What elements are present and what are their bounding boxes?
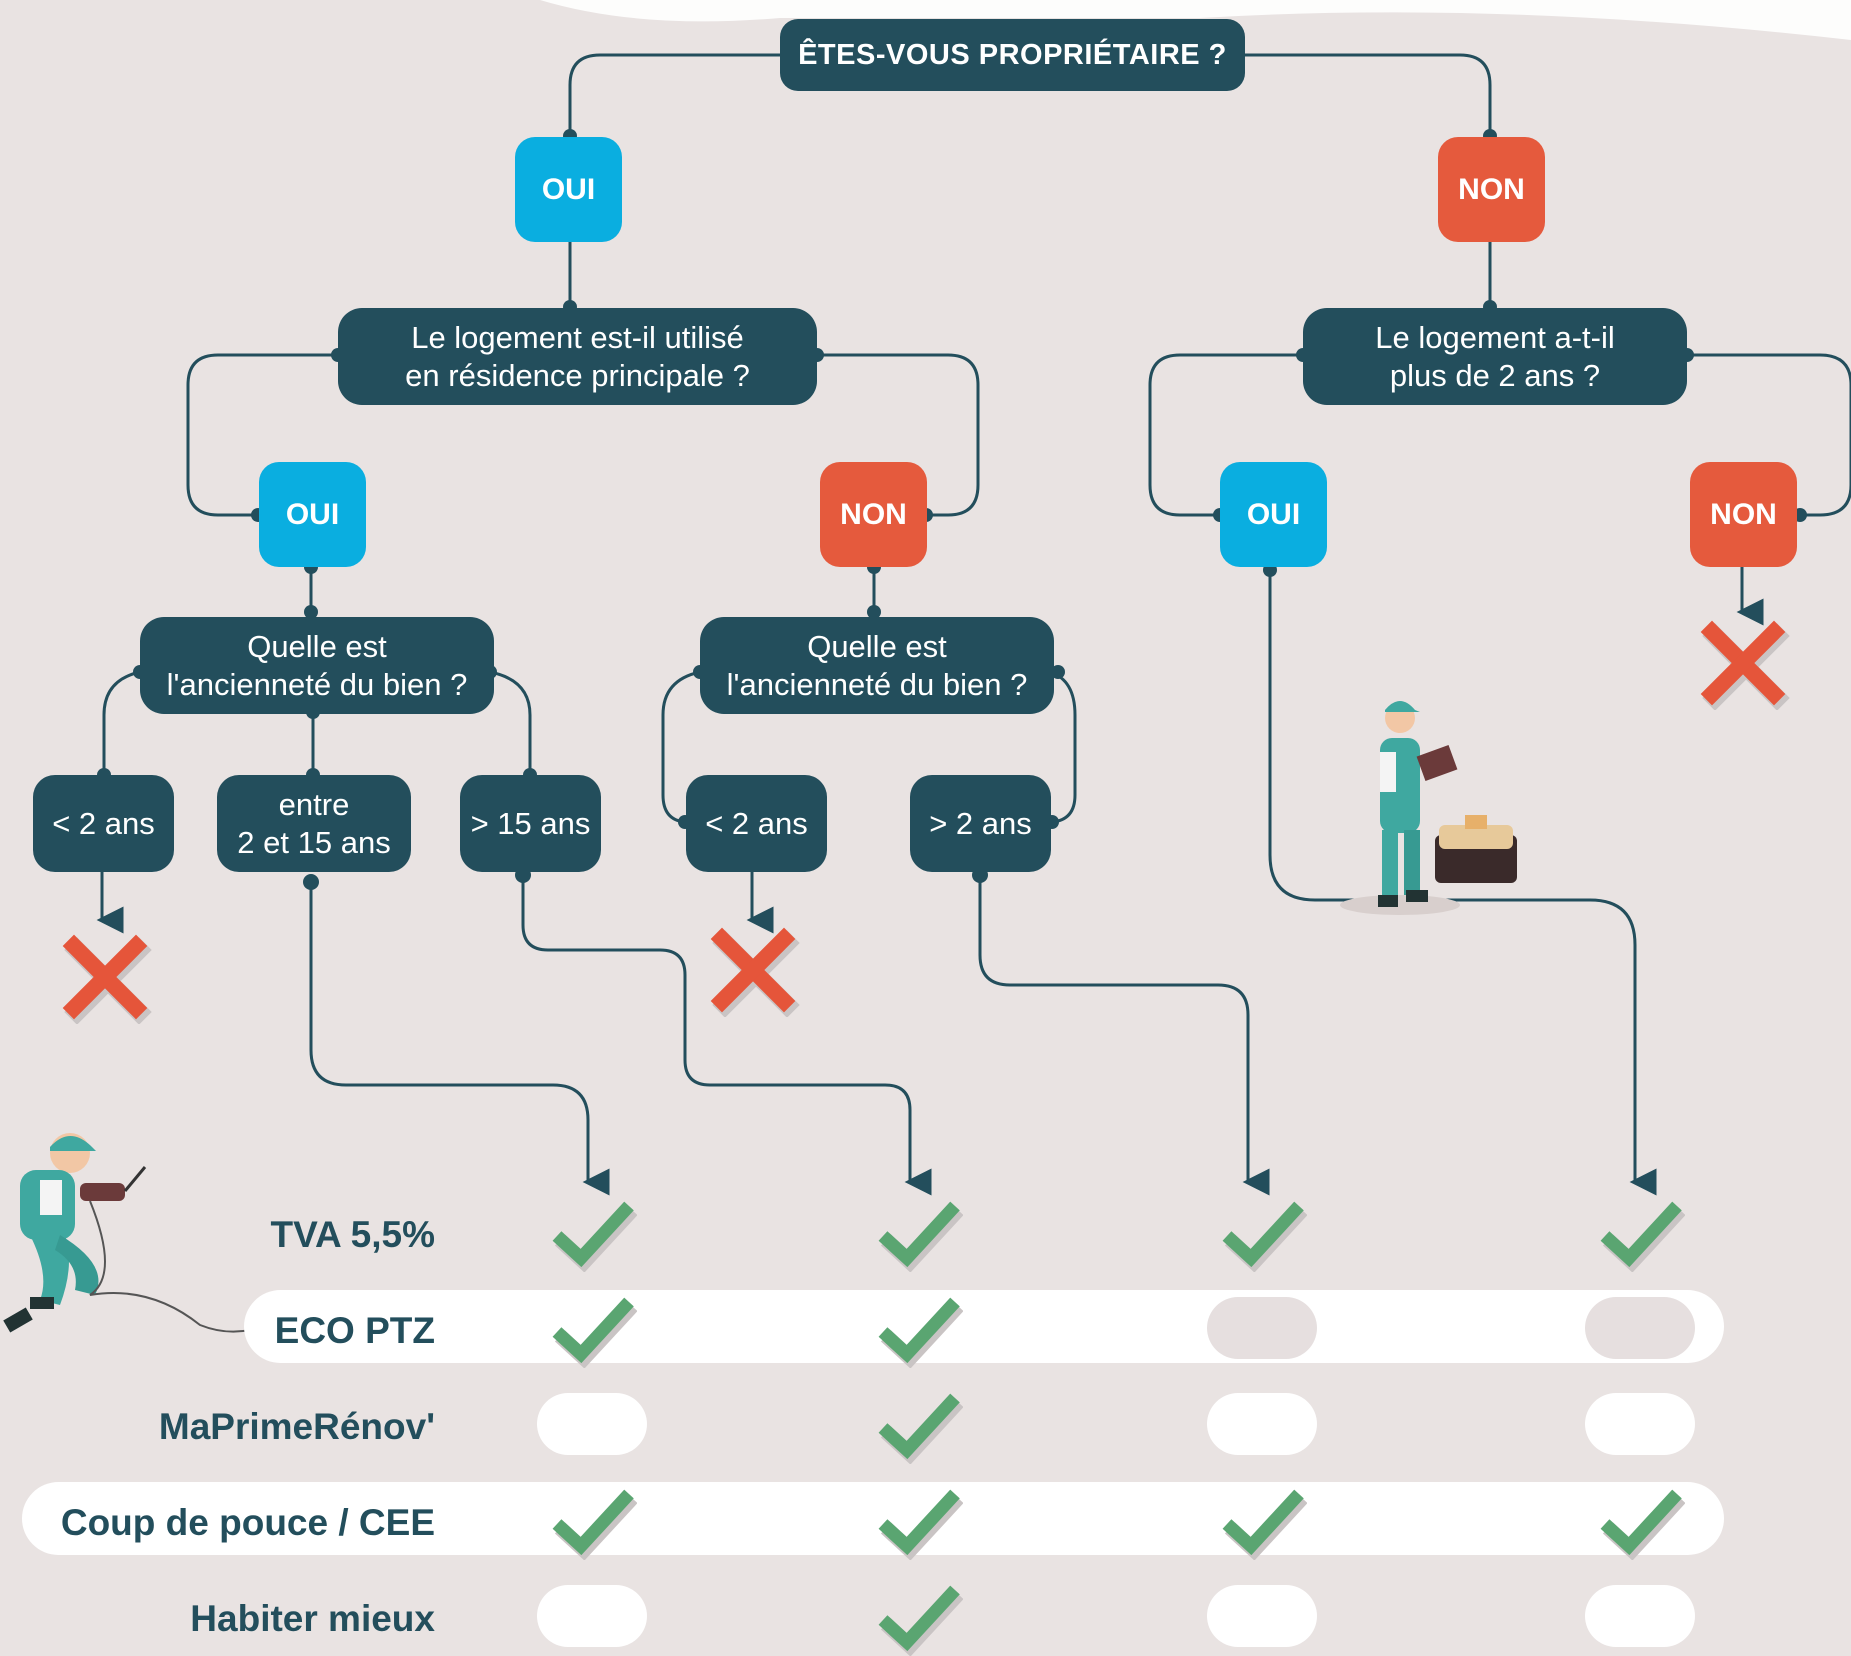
residence-question: Le logement est-il utilisé en résidence … [338, 308, 817, 405]
row-label-tva: TVA 5,5% [270, 1214, 436, 1255]
dwelling-age-question: Le logement a-t-il plus de 2 ans ? [1303, 308, 1687, 405]
answer-lt2-right: < 2 ans [686, 775, 827, 872]
row-band-eco-ptz [244, 1290, 1724, 1363]
empty-cell [1207, 1393, 1317, 1455]
checkmark-icon [878, 1489, 963, 1560]
worker-drill-illustration [3, 1133, 250, 1333]
row-label-coup-de-pouce: Coup de pouce / CEE [60, 1502, 435, 1543]
row-label-eco-ptz: ECO PTZ [274, 1310, 435, 1351]
checkmark-icon [1600, 1489, 1685, 1560]
row-band-coup-de-pouce [22, 1482, 1724, 1555]
empty-cell [1585, 1297, 1695, 1359]
owner-no: NON [1438, 137, 1545, 242]
cross-icon [62, 934, 152, 1024]
empty-cell [1585, 1585, 1695, 1647]
residence-yes: OUI [259, 462, 366, 567]
checkmark-icon [1222, 1201, 1307, 1272]
answer-gt2: > 2 ans [910, 775, 1051, 872]
checkmark-icon [552, 1489, 637, 1560]
checkmark-icon [552, 1297, 637, 1368]
answer-lt2-left: < 2 ans [33, 775, 174, 872]
row-label-habiter-mieux: Habiter mieux [190, 1598, 435, 1639]
residence-no: NON [820, 462, 927, 567]
checkmark-icon [878, 1393, 963, 1464]
empty-cell [1207, 1297, 1317, 1359]
seniority-question-right: Quelle est l'ancienneté du bien ? [700, 617, 1054, 714]
empty-cell [537, 1585, 647, 1647]
cross-icon [710, 927, 800, 1017]
row-label-maprimerenov: MaPrimeRénov' [158, 1406, 435, 1447]
checkmark-icon [1600, 1201, 1685, 1272]
answer-gt15: > 15 ans [460, 775, 601, 872]
checkmark-icon [552, 1201, 637, 1272]
dwelling-age-no: NON [1690, 462, 1797, 567]
seniority-question-left: Quelle est l'ancienneté du bien ? [140, 617, 494, 714]
worker-clipboard-illustration [1340, 701, 1517, 915]
empty-cell [1585, 1393, 1695, 1455]
owner-yes: OUI [515, 137, 622, 242]
checkmark-icon [878, 1297, 963, 1368]
empty-cell [537, 1393, 647, 1455]
dwelling-age-yes: OUI [1220, 462, 1327, 567]
answer-between-2-15: entre 2 et 15 ans [217, 775, 411, 872]
cross-icon [1700, 620, 1790, 710]
checkmark-icon [1222, 1489, 1307, 1560]
title-question: ÊTES-VOUS PROPRIÉTAIRE ? [780, 19, 1245, 91]
checkmark-icon [878, 1201, 963, 1272]
empty-cell [1207, 1585, 1317, 1647]
checkmark-icon [878, 1585, 963, 1656]
